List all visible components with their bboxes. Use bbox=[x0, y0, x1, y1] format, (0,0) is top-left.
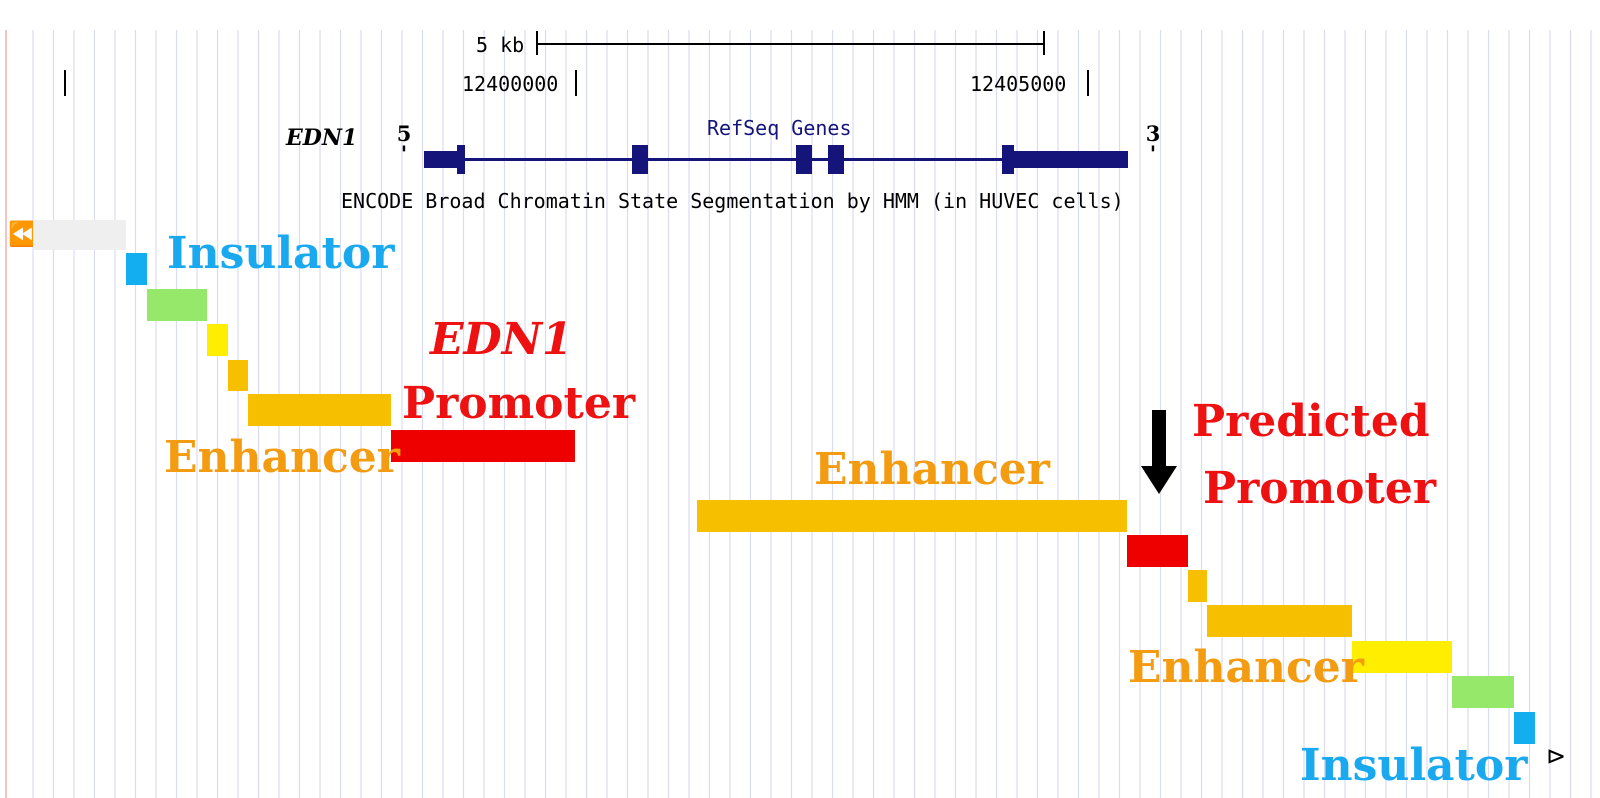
insulator-left-label: Insulator bbox=[167, 228, 395, 279]
three-prime-label: 3 ' bbox=[1143, 121, 1163, 166]
left-edge-line bbox=[5, 30, 7, 798]
segment-weak-enhancer-right[interactable] bbox=[1452, 676, 1514, 708]
segment-yellow-left[interactable] bbox=[207, 324, 228, 356]
segment-strong-enhancer-small[interactable] bbox=[228, 360, 248, 391]
predicted-label: Predicted bbox=[1192, 396, 1430, 447]
gene-exon-2[interactable] bbox=[632, 145, 648, 174]
coordinate-right-tick bbox=[1087, 70, 1089, 96]
right-arrow-icon[interactable]: ⊳ bbox=[1546, 742, 1567, 770]
coordinate-left: 12400000 bbox=[462, 72, 559, 96]
gene-name: EDN1 bbox=[286, 125, 358, 151]
promoter-gene-label: EDN1 bbox=[430, 314, 573, 365]
scale-bar-left-tick bbox=[536, 31, 538, 55]
gene-exon-5[interactable] bbox=[1012, 151, 1128, 168]
ruler-tick bbox=[64, 70, 66, 96]
enhancer-right-label: Enhancer bbox=[1128, 642, 1364, 693]
coordinate-left-tick bbox=[575, 70, 577, 96]
five-prime-mark: ' bbox=[400, 140, 408, 166]
segment-weak-enhancer-left[interactable] bbox=[147, 289, 207, 321]
gene-exon-1[interactable] bbox=[424, 151, 464, 168]
gene-intron-line[interactable] bbox=[424, 158, 1128, 161]
scale-bar-right-tick bbox=[1043, 31, 1045, 55]
segment-predicted-promoter[interactable] bbox=[1127, 535, 1188, 567]
double-left-arrow-icon[interactable]: ⏪ bbox=[8, 220, 38, 248]
gene-exon-1-coding[interactable] bbox=[457, 145, 465, 174]
scale-label: 5 kb bbox=[476, 33, 525, 57]
segment-strong-enhancer-mid[interactable] bbox=[697, 500, 1127, 532]
promoter-label: Promoter bbox=[402, 378, 636, 429]
predicted-arrow-shaft bbox=[1152, 410, 1166, 468]
refseq-track-label: RefSeq Genes bbox=[707, 116, 852, 140]
chromatin-track-title: ENCODE Broad Chromatin State Segmentatio… bbox=[341, 189, 1124, 213]
down-arrow-icon bbox=[1141, 466, 1177, 494]
segment-insulator-left[interactable] bbox=[126, 253, 147, 285]
predicted-promoter-label: Promoter bbox=[1203, 463, 1437, 514]
segment-heterochromatin[interactable] bbox=[33, 220, 126, 250]
segment-strong-enhancer-right[interactable] bbox=[1207, 605, 1352, 637]
five-prime-label: 5 ' bbox=[394, 121, 414, 166]
enhancer-left-label: Enhancer bbox=[164, 432, 400, 483]
segment-insulator-right[interactable] bbox=[1514, 712, 1535, 744]
gene-exon-5-coding[interactable] bbox=[1002, 145, 1014, 174]
five-prime-number: 5 bbox=[396, 121, 412, 146]
three-prime-mark: ' bbox=[1149, 140, 1157, 166]
three-prime-number: 3 bbox=[1145, 121, 1161, 146]
coordinate-right: 12405000 bbox=[970, 72, 1067, 96]
segment-strong-enhancer-small-right[interactable] bbox=[1188, 570, 1207, 602]
segment-yellow-right[interactable] bbox=[1352, 641, 1452, 673]
segment-promoter-edn1[interactable] bbox=[391, 430, 575, 462]
insulator-right-label: Insulator bbox=[1300, 740, 1528, 791]
segment-strong-enhancer-left[interactable] bbox=[248, 394, 391, 426]
scale-bar bbox=[536, 43, 1044, 45]
gene-exon-4[interactable] bbox=[828, 145, 844, 174]
gene-exon-3[interactable] bbox=[796, 145, 812, 174]
enhancer-mid-label: Enhancer bbox=[814, 444, 1050, 495]
